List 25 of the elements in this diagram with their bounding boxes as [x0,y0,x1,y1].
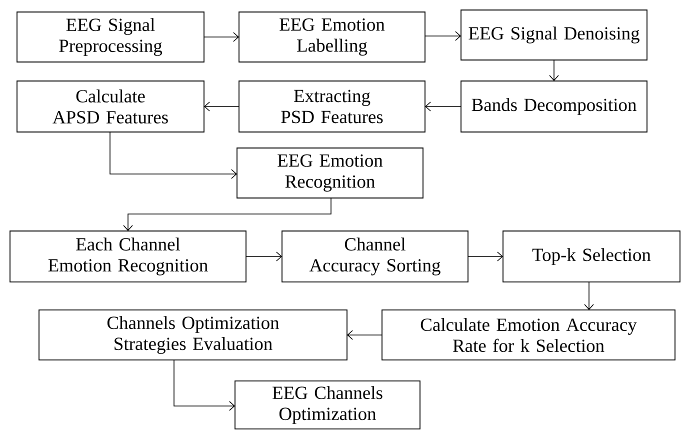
process-box: Channel Accuracy Sorting [282,230,468,282]
arrow [584,282,594,310]
process-box: EEG Emotion Labelling [238,12,426,62]
process-box: EEG Signal Denoising [460,10,648,60]
process-box: Calculate APSD Features [16,80,204,132]
arrow [246,252,282,262]
arrow [347,330,382,340]
process-box: Extracting PSD Features [238,80,426,132]
arrow [204,102,240,112]
process-box: Channels Optimization Strategies Evaluation [38,310,348,360]
arrow [425,102,462,112]
process-box: Each Channel Emotion Recognition [10,230,246,282]
process-box: EEG Emotion Recognition [236,148,424,198]
arrow [468,252,503,262]
arrow [424,31,461,41]
arrow [110,132,237,179]
process-box: EEG Channels Optimization [234,380,420,430]
process-box: Top-k Selection [502,230,680,282]
arrow [204,32,239,42]
arrow [549,60,559,81]
arrow [174,360,235,411]
process-box: Bands Decomposition [460,80,648,132]
arrow [123,198,332,231]
process-box: EEG Signal Preprocessing [16,12,204,62]
process-box: Calculate Emotion Accuracy Rate for k Selection [382,310,676,360]
